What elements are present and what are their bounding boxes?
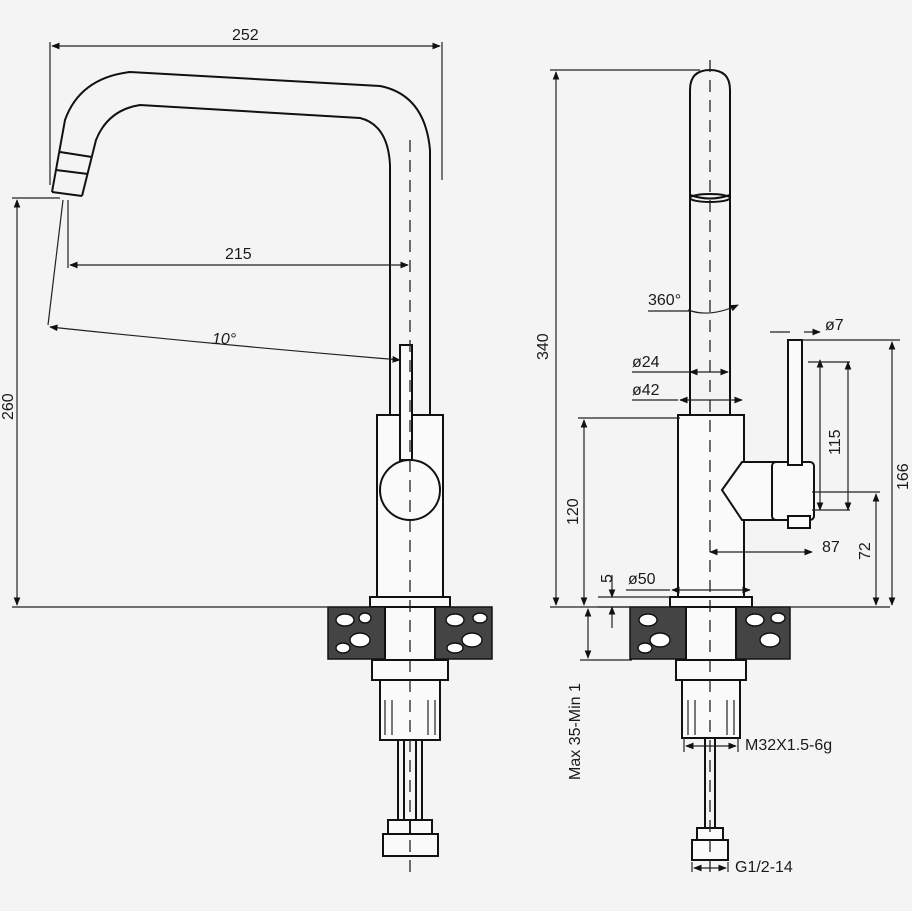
- front-view: 252 215 10° 260: [0, 27, 493, 880]
- dim-mount-thread: M32X1.5-6g: [745, 737, 832, 754]
- dim-total-height: 340: [535, 333, 552, 360]
- dim-base-diameter: ø50: [628, 571, 656, 588]
- dim-handle-base-height: 72: [857, 542, 874, 560]
- dim-spout-tilt: 10°: [212, 331, 237, 348]
- dim-spout-diameter: ø24: [632, 354, 660, 371]
- dim-handle-diameter: ø7: [825, 317, 844, 334]
- dim-handle-height: 115: [827, 429, 844, 455]
- dim-outlet-offset: 215: [225, 246, 252, 263]
- dim-spout-reach: 252: [232, 27, 259, 44]
- dim-hose-thread: G1/2-14: [735, 859, 793, 876]
- dim-handle-reach: 87: [822, 539, 840, 556]
- dim-outlet-height: 260: [0, 393, 17, 420]
- dim-flange-height: 5: [599, 574, 616, 583]
- side-view: 340 360° ø7 ø24 ø42 120 115 166 87: [535, 60, 912, 880]
- dim-handle-top-height: 166: [895, 463, 912, 490]
- dim-body-top-diameter: ø42: [632, 382, 660, 399]
- dim-counter-thickness: Max 35-Min 1: [567, 683, 584, 780]
- dim-body-height: 120: [565, 498, 582, 525]
- counter-stones-front: [335, 612, 488, 654]
- counter-stones-side: [637, 612, 786, 654]
- dim-rotation: 360°: [648, 292, 681, 309]
